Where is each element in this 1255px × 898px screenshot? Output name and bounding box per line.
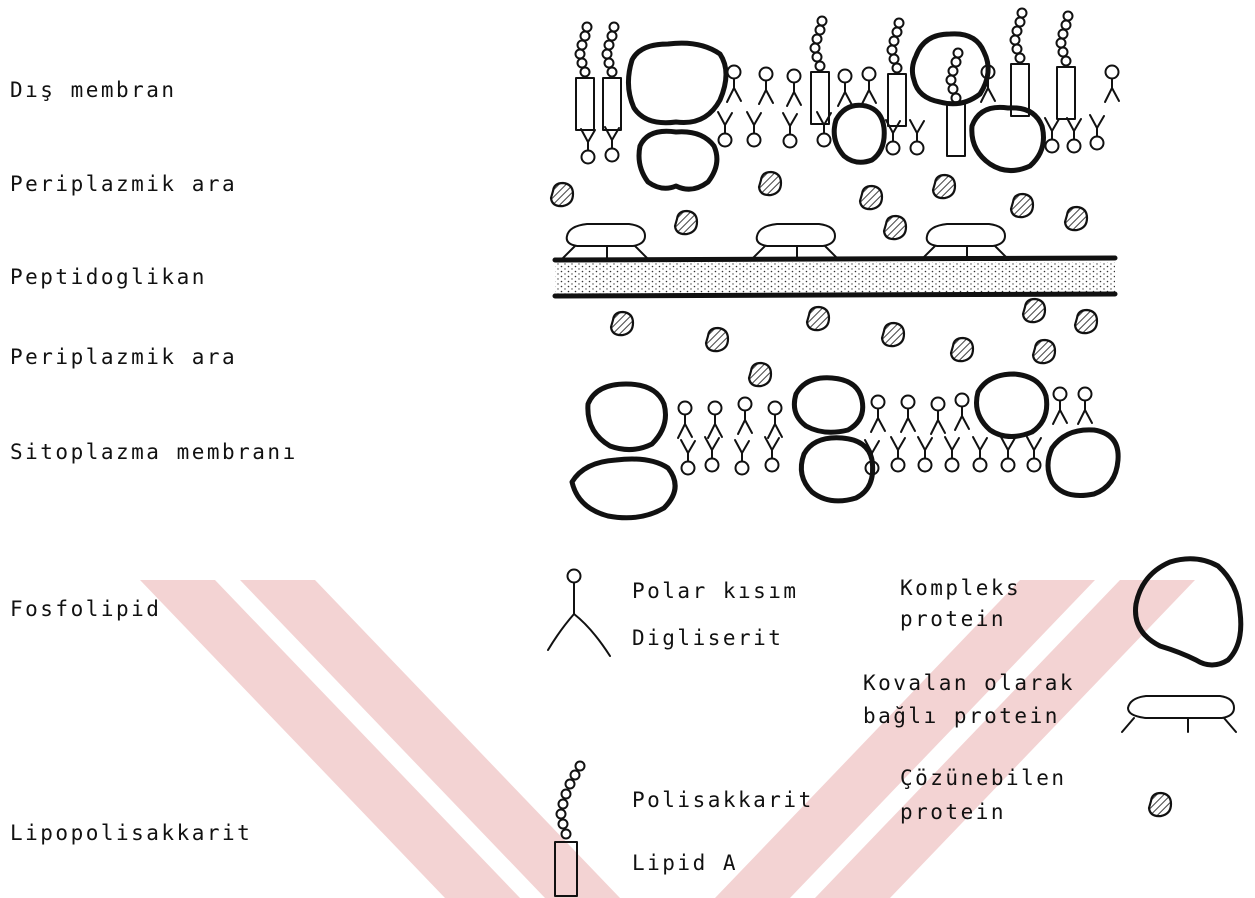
cytoplasmic-membrane-layer xyxy=(572,374,1118,518)
complex-protein-icon xyxy=(1136,559,1241,665)
soluble-protein-icon xyxy=(1149,793,1171,816)
phospholipid-icon xyxy=(548,570,610,657)
covalent-proteins xyxy=(561,224,1009,260)
periplasm-bottom-proteins xyxy=(611,299,1097,386)
peptidoglycan-layer xyxy=(555,258,1115,296)
covalent-protein-icon xyxy=(1122,696,1236,732)
outer-membrane-layer xyxy=(576,9,1120,190)
lipopolysaccharide-icon xyxy=(555,762,585,897)
periplasm-top-proteins xyxy=(551,172,1087,239)
